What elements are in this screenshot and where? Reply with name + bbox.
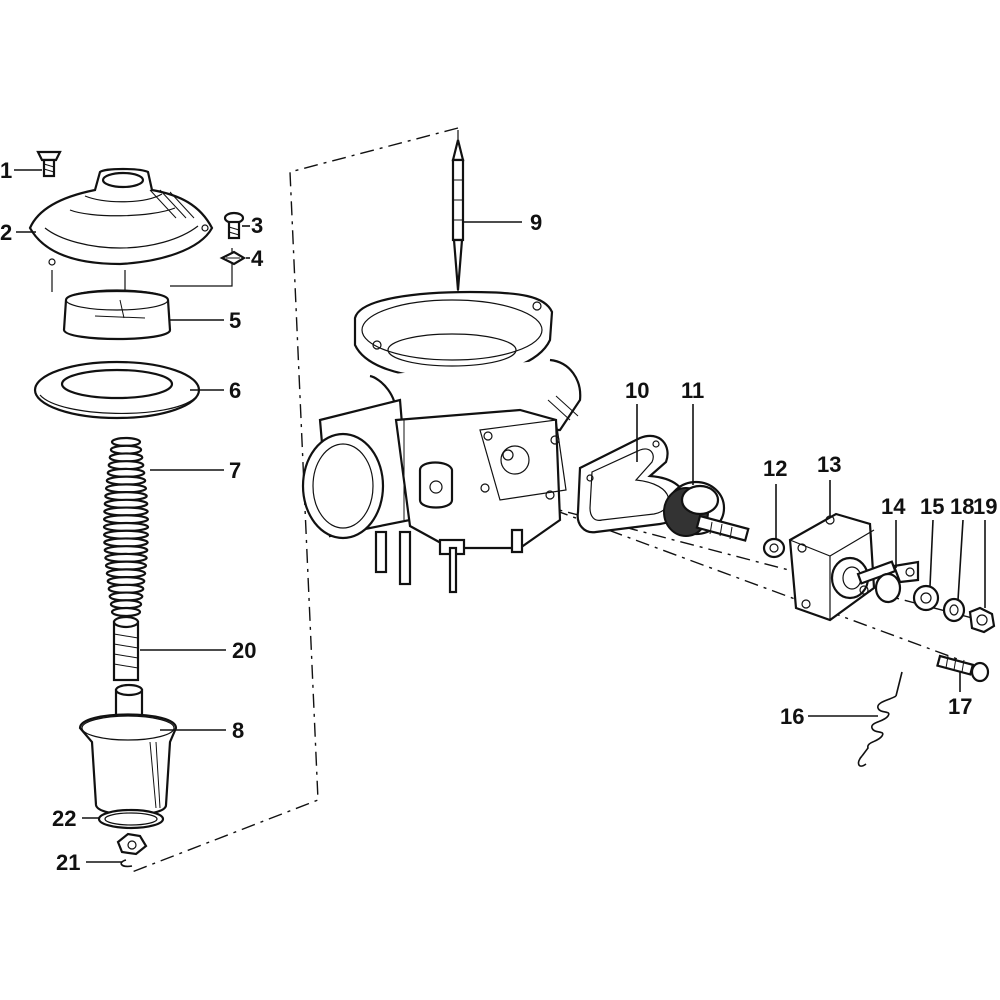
callout-8: 8 — [232, 718, 244, 743]
spring-coil — [110, 606, 142, 618]
callout-17: 17 — [948, 694, 972, 719]
part-15-washer — [912, 584, 940, 612]
part-17-screw — [936, 654, 990, 683]
callout-15: 15 — [920, 494, 944, 519]
callout-9: 9 — [530, 210, 542, 235]
callout-13: 13 — [817, 452, 841, 477]
part-22-o-ring — [97, 808, 165, 830]
callout-16: 16 — [780, 704, 804, 729]
callout-21: 21 — [56, 850, 80, 875]
callout-4: 4 — [251, 246, 264, 271]
callout-12: 12 — [763, 456, 787, 481]
part-19-nut — [968, 606, 996, 634]
callout-labels: 1 2 3 4 5 6 7 20 8 22 21 9 10 11 12 13 1… — [0, 158, 997, 875]
part-21-clip — [116, 832, 148, 868]
callout-19: 19 — [973, 494, 997, 519]
part-12-washer — [762, 537, 786, 559]
part-6-flange-ring — [33, 360, 201, 420]
part-3-screw — [223, 211, 245, 240]
part-13-starter-housing — [788, 512, 897, 622]
part-16-return-spring — [857, 671, 903, 767]
callout-2: 2 — [0, 220, 12, 245]
callout-1: 1 — [0, 158, 12, 183]
callout-5: 5 — [229, 308, 241, 333]
callout-6: 6 — [229, 378, 241, 403]
part-7-spring — [102, 436, 150, 618]
part-18-washer — [942, 597, 966, 623]
callout-3: 3 — [251, 213, 263, 238]
part-20-needle-jet — [112, 615, 140, 682]
part-14-lever — [874, 560, 920, 604]
callout-14: 14 — [881, 494, 906, 519]
callout-11: 11 — [681, 378, 704, 403]
callout-7: 7 — [229, 458, 241, 483]
callout-18: 18 — [950, 494, 974, 519]
part-9-jet-needle — [451, 139, 465, 291]
callout-20: 20 — [232, 638, 256, 663]
carburetor-body — [301, 290, 582, 594]
part-8-slide — [78, 683, 178, 816]
part-2-diaphragm-cover — [28, 167, 214, 266]
callout-22: 22 — [52, 806, 76, 831]
part-5-retainer-ring — [62, 289, 172, 341]
part-11-starter-valve — [663, 480, 750, 542]
part-1-screw — [36, 150, 62, 178]
leader-lines — [14, 169, 986, 863]
callout-10: 10 — [625, 378, 649, 403]
part-4-clip — [219, 250, 247, 266]
